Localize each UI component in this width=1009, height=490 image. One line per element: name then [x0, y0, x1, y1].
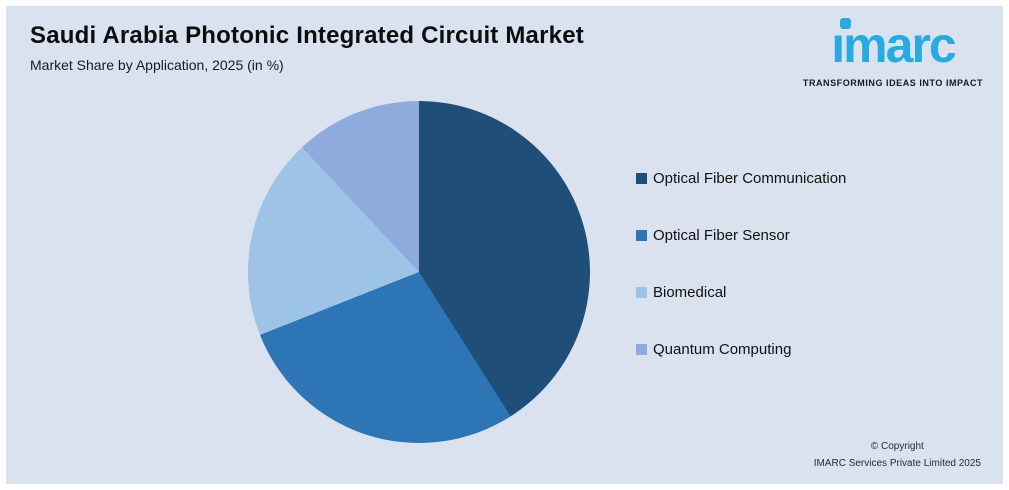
imarc-brand-text: ımarc	[831, 17, 956, 73]
legend-swatch-icon	[636, 287, 647, 298]
chart-legend: Optical Fiber Communication Optical Fibe…	[636, 170, 847, 358]
pie-chart	[248, 101, 590, 443]
page-subtitle: Market Share by Application, 2025 (in %)	[30, 57, 284, 73]
legend-label: Biomedical	[653, 284, 727, 301]
chart-header: Saudi Arabia Photonic Integrated Circuit…	[30, 22, 584, 73]
chart-panel: Saudi Arabia Photonic Integrated Circuit…	[6, 6, 1003, 484]
legend-item-quantum-computing: Quantum Computing	[636, 341, 846, 358]
legend-item-optical-fiber-communication: Optical Fiber Communication	[636, 170, 847, 187]
legend-label: Optical Fiber Sensor	[653, 227, 790, 244]
legend-label: Quantum Computing	[653, 341, 792, 358]
copyright-line2: IMARC Services Private Limited 2025	[813, 458, 981, 469]
page-title: Saudi Arabia Photonic Integrated Circuit…	[30, 22, 584, 49]
imarc-tagline: TRANSFORMING IDEAS INTO IMPACT	[802, 77, 984, 88]
imarc-logo: ımarc TRANSFORMING IDEAS INTO IMPACT	[793, 12, 993, 88]
legend-item-optical-fiber-sensor: Optical Fiber Sensor	[636, 227, 846, 244]
legend-swatch-icon	[636, 173, 647, 184]
imarc-wordmark: ımarc	[831, 12, 956, 80]
legend-item-biomedical: Biomedical	[636, 284, 846, 301]
imarc-i-dot-icon	[840, 18, 852, 29]
copyright-notice: © Copyright IMARC Services Private Limit…	[814, 438, 981, 472]
legend-label: Optical Fiber Communication	[653, 170, 847, 187]
copyright-line1: © Copyright	[870, 441, 924, 452]
legend-swatch-icon	[636, 230, 647, 241]
legend-swatch-icon	[636, 344, 647, 355]
